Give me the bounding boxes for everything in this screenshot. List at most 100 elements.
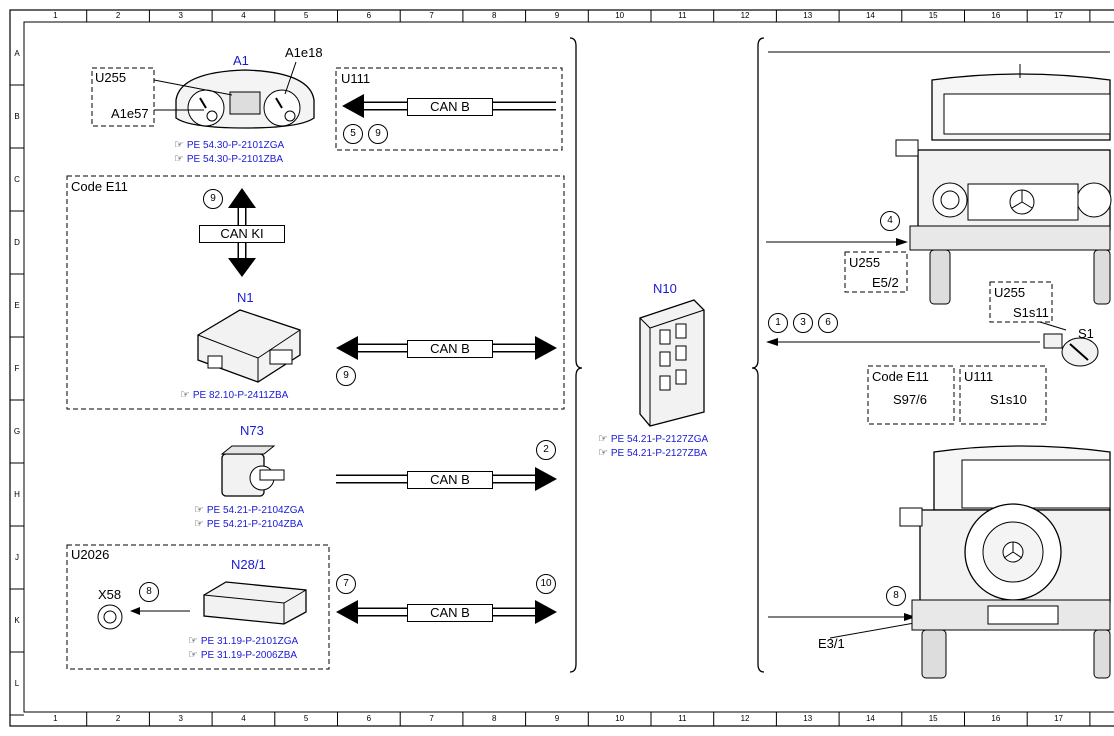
a1e18-label: A1e18: [285, 45, 323, 60]
grid-column-label: 8: [492, 714, 497, 723]
grid-column-label: 10: [615, 714, 625, 723]
circle-5: 5: [343, 124, 363, 144]
x58-label: X58: [98, 587, 122, 602]
grid-row-label: G: [13, 426, 21, 436]
a1-label: A1: [233, 53, 249, 68]
reference-hand-icon: ☞: [598, 447, 608, 459]
u255-top-code: U255: [95, 70, 127, 85]
circle-4: 4: [880, 211, 900, 231]
grid-column-label: 17: [1054, 714, 1063, 723]
n10-ref-zba[interactable]: ☞PE 54.21-P-2127ZBA: [598, 447, 708, 459]
grid-column-label: 1: [53, 714, 58, 723]
grid-column-label: 7: [429, 714, 434, 723]
s1-label: S1: [1078, 326, 1094, 341]
u255-e52-code: U255: [849, 255, 881, 270]
n1-ref[interactable]: ☞PE 82.10-P-2411ZBA: [180, 389, 289, 401]
grid-column-label: 14: [865, 11, 875, 20]
circle-7: 7: [336, 574, 356, 594]
vehicle-front-view-icon: [895, 64, 1112, 305]
grid-column-label: 15: [928, 714, 938, 723]
grid-row-label: K: [14, 615, 20, 625]
reference-hand-icon: ☞: [180, 389, 190, 401]
reference-hand-icon: ☞: [194, 518, 204, 530]
u111-right-code: U111: [964, 369, 994, 384]
grid-column-label: 11: [678, 714, 687, 723]
grid-column-label: 5: [303, 714, 309, 723]
grid-column-label: 13: [803, 11, 813, 20]
n10-ref-zga[interactable]: ☞PE 54.21-P-2127ZGA: [598, 433, 709, 445]
e5-2-label: E5/2: [872, 275, 899, 290]
reference-hand-icon: ☞: [194, 504, 204, 516]
grid-column-label: 4: [241, 714, 246, 723]
grid-column-label: 6: [366, 714, 372, 723]
grid-column-label: 7: [429, 11, 434, 20]
grid-column-label: 4: [241, 11, 246, 20]
circle-3: 3: [793, 313, 813, 333]
reference-hand-icon: ☞: [188, 649, 198, 661]
n28-1-ref-zga[interactable]: ☞PE 31.19-P-2101ZGA: [188, 635, 299, 647]
grid-column-label: 15: [928, 11, 938, 20]
n73-ignition-switch-icon: [220, 445, 285, 497]
n1-module-icon: [197, 309, 301, 383]
grid-column-label: 2: [115, 11, 121, 20]
circle-9-can-ki: 9: [203, 189, 223, 209]
grid-column-label: 14: [865, 714, 875, 723]
grid-column-label: 13: [803, 714, 813, 723]
grid-row-label: L: [14, 678, 20, 688]
grid-column-label: 16: [991, 714, 1001, 723]
reference-hand-icon: ☞: [598, 433, 608, 445]
grid-column-label: 10: [615, 11, 625, 20]
instrument-cluster-icon: [153, 61, 315, 129]
n10-sam-module-icon: [639, 299, 705, 427]
grid-column-label: 12: [740, 714, 750, 723]
reference-hand-icon: ☞: [174, 153, 184, 165]
grid-column-label: 11: [678, 11, 687, 20]
a1-ref-zba[interactable]: ☞PE 54.30-P-2101ZBA: [174, 153, 284, 165]
circle-1: 1: [768, 313, 788, 333]
grid-column-label: 16: [991, 11, 1001, 20]
u2026-code: U2026: [71, 547, 110, 562]
n73-label: N73: [240, 423, 264, 438]
grid-row-label: F: [14, 363, 20, 373]
circle-6: 6: [818, 313, 838, 333]
grid-row-label: J: [15, 552, 19, 562]
n28-1-ref-zba[interactable]: ☞PE 31.19-P-2006ZBA: [188, 649, 298, 661]
grid-column-label: 8: [492, 11, 497, 20]
can-b-label-u111: CAN B: [407, 98, 493, 116]
u255-s1s11-code: U255: [994, 285, 1026, 300]
n73-ref-zga[interactable]: ☞PE 54.21-P-2104ZGA: [194, 504, 305, 516]
a1e57-label: A1e57: [111, 106, 149, 121]
grid-column-label: 3: [178, 714, 183, 723]
n28-1-label: N28/1: [231, 557, 266, 572]
s1s10-label: S1s10: [990, 392, 1027, 407]
u111-top-code: U111: [341, 71, 371, 86]
circle-10: 10: [536, 574, 556, 594]
can-ki-label: CAN KI: [199, 225, 285, 243]
s97-6-label: S97/6: [893, 392, 927, 407]
x58-connector-icon: [97, 604, 123, 630]
grid-column-label: 9: [554, 11, 560, 20]
a1-ref-zga[interactable]: ☞PE 54.30-P-2101ZGA: [174, 139, 285, 151]
grid-row-label: H: [14, 489, 20, 499]
grid-row-label: C: [14, 174, 20, 184]
e3-1-label: E3/1: [818, 636, 845, 651]
circle-2: 2: [536, 440, 556, 460]
grid-column-label: 17: [1054, 11, 1063, 20]
n1-label: N1: [237, 290, 254, 305]
grid-column-label: 2: [115, 714, 121, 723]
grid-column-label: 1: [53, 11, 58, 20]
grid-row-label: E: [14, 300, 20, 310]
can-b-label-n28: CAN B: [407, 604, 493, 622]
grid-row-label: B: [14, 111, 20, 121]
circle-9-n1: 9: [336, 366, 356, 386]
grid-column-label: 5: [303, 11, 309, 20]
u255-top-box: [91, 67, 155, 127]
circle-8-rear: 8: [886, 586, 906, 606]
can-b-label-n73: CAN B: [407, 471, 493, 489]
grid-column-label: 6: [366, 11, 372, 20]
grid-column-label: 12: [740, 11, 750, 20]
n10-label: N10: [653, 281, 677, 296]
n28-1-module-icon: [203, 581, 307, 625]
n73-ref-zba[interactable]: ☞PE 54.21-P-2104ZBA: [194, 518, 304, 530]
